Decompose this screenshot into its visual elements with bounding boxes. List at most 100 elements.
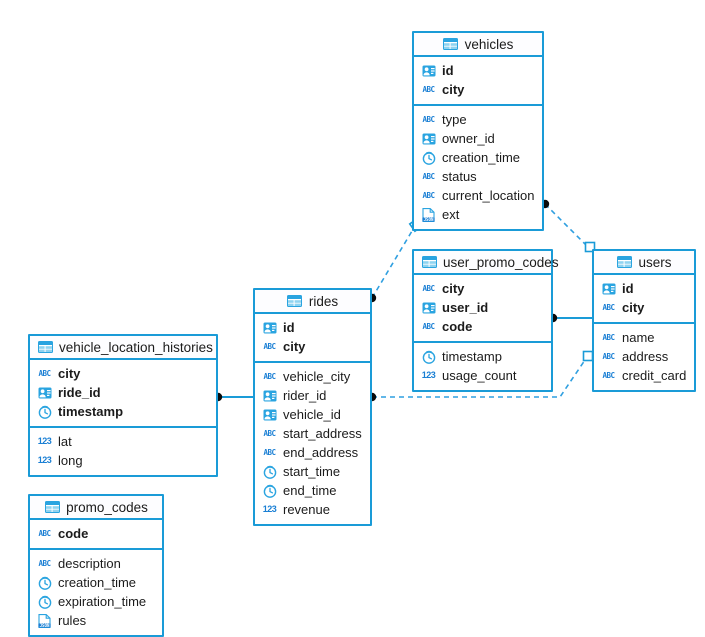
field-name: type (442, 112, 467, 127)
table-header-users[interactable]: users (594, 251, 694, 275)
abc-string-icon: ABC (263, 341, 276, 351)
table-header-rides[interactable]: rides (255, 290, 370, 314)
table-header-vehicle_location_histories[interactable]: vehicle_location_histories (30, 336, 216, 360)
primary-key-row: id (255, 318, 370, 337)
field-name: start_time (283, 464, 341, 479)
field-name: current_location (442, 188, 535, 203)
field-name: lat (58, 434, 72, 449)
id-card-icon (262, 389, 277, 403)
field-name: address (622, 349, 669, 364)
field-row: creation_time (30, 573, 162, 592)
table-grid-icon (37, 340, 53, 354)
table-name: vehicles (464, 36, 514, 52)
abc-string-icon: ABC (422, 321, 435, 331)
abc-string-icon: ABC (602, 370, 615, 380)
table-name: promo_codes (66, 499, 148, 515)
clock-icon (37, 405, 52, 419)
field-row: creation_time (414, 148, 542, 167)
abc-string-icon: ABC (422, 190, 435, 200)
clock-icon (262, 484, 277, 498)
field-name: status (442, 169, 477, 184)
field-row: start_time (255, 462, 370, 481)
abc-string-icon: ABC (38, 558, 51, 568)
field-row: owner_id (414, 129, 542, 148)
table-header-user_promo_codes[interactable]: user_promo_codes (414, 251, 559, 275)
abc-string-icon: ABC (602, 302, 615, 312)
123-number-icon: 123 (421, 370, 436, 380)
field-name: user_id (442, 300, 489, 315)
field-name: end_address (283, 445, 359, 460)
table-grid-icon (421, 255, 437, 269)
id-card-icon (262, 408, 277, 422)
field-name: rider_id (283, 388, 327, 403)
relationship-one-endpoint (584, 241, 596, 253)
field-name: credit_card (622, 368, 687, 383)
json-file-icon: JSON (37, 613, 52, 628)
field-name: usage_count (442, 368, 517, 383)
svg-text:JSON: JSON (424, 216, 434, 221)
field-name: id (622, 281, 634, 296)
field-name: end_time (283, 483, 337, 498)
id-card-icon (421, 301, 436, 315)
abc-string-icon: ABC (602, 351, 615, 361)
table-name: rides (308, 293, 339, 309)
field-row: ABC current_location (414, 186, 542, 205)
primary-key-row: user_id (414, 298, 551, 317)
field-name: timestamp (442, 349, 502, 364)
field-name: ride_id (58, 385, 101, 400)
field-row: ABC credit_card (594, 366, 694, 385)
table-grid-icon (44, 500, 60, 514)
relationship-user-promo-codes-to-users[interactable] (548, 313, 592, 323)
table-header-promo_codes[interactable]: promo_codes (30, 496, 162, 520)
field-name: city (622, 300, 645, 315)
abc-string-icon: ABC (602, 332, 615, 342)
abc-string-icon: ABC (38, 368, 51, 378)
field-row: ABC address (594, 347, 694, 366)
svg-text:JSON: JSON (40, 622, 50, 627)
table-name: vehicle_location_histories (59, 339, 213, 355)
field-name: creation_time (442, 150, 521, 165)
primary-key-row: id (414, 61, 542, 80)
id-card-icon (421, 64, 436, 78)
123-number-icon: 123 (37, 436, 52, 446)
relationship-vehicles-to-users[interactable] (540, 199, 596, 253)
field-name: revenue (283, 502, 330, 517)
field-name: owner_id (442, 131, 495, 146)
table-header-vehicles[interactable]: vehicles (414, 33, 542, 57)
field-name: code (58, 526, 89, 541)
field-name: city (442, 82, 465, 97)
json-file-icon: JSON (421, 207, 436, 222)
table-name: users (638, 254, 672, 270)
field-name: timestamp (58, 404, 124, 419)
field-name: start_address (283, 426, 362, 441)
clock-icon (421, 350, 436, 364)
field-name: vehicle_id (283, 407, 341, 422)
primary-key-row: ride_id (30, 383, 216, 402)
field-name: city (442, 281, 465, 296)
clock-icon (37, 595, 52, 609)
relationship-vehicle-location-histories-to-rides[interactable] (213, 392, 253, 402)
